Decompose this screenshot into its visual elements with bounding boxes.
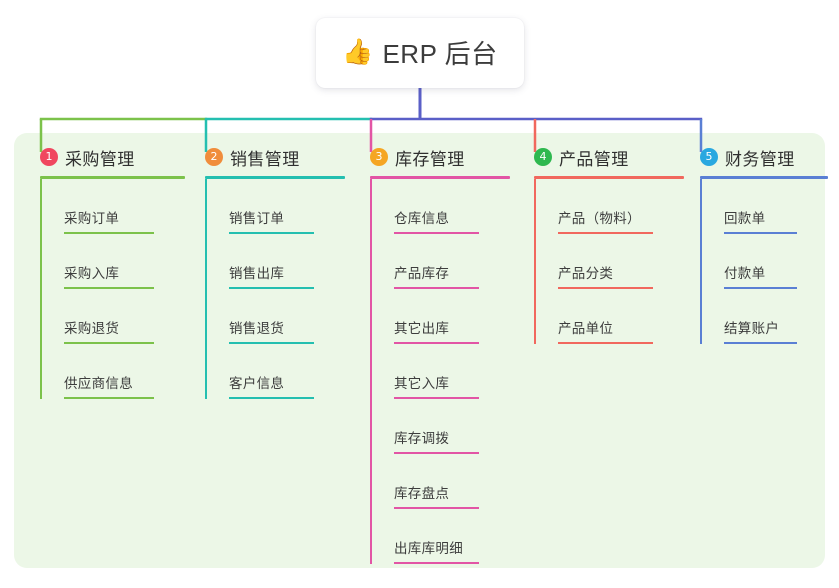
branch-badge-2: 2 bbox=[205, 148, 223, 166]
branch-badge-5: 5 bbox=[700, 148, 718, 166]
branch-title-4: 产品管理 bbox=[559, 149, 629, 169]
branch-title-5: 财务管理 bbox=[725, 149, 795, 169]
leaf-item[interactable]: 产品库存 bbox=[370, 234, 510, 289]
leaf-item-label: 出库库明细 bbox=[394, 537, 479, 564]
branch-column-4: 4 产品管理产品（物料） 产品分类产品单位 bbox=[534, 145, 684, 344]
branch-underline-1 bbox=[40, 176, 185, 179]
leaf-item-label: 产品分类 bbox=[558, 262, 653, 289]
branch-header-5[interactable]: 5 财务管理 bbox=[700, 145, 828, 169]
branch-header-2[interactable]: 2 销售管理 bbox=[205, 145, 345, 169]
leaf-item-label: 产品（物料） bbox=[558, 207, 653, 234]
leaf-item[interactable]: 产品（物料） bbox=[534, 179, 684, 234]
branch-header-1[interactable]: 1 采购管理 bbox=[40, 145, 185, 169]
branch-header-4[interactable]: 4 产品管理 bbox=[534, 145, 684, 169]
root-node[interactable]: 👍 ERP 后台 bbox=[316, 18, 524, 88]
leaf-item-label: 库存盘点 bbox=[394, 482, 479, 509]
leaf-item[interactable]: 产品分类 bbox=[534, 234, 684, 289]
leaf-item[interactable]: 采购订单 bbox=[40, 179, 185, 234]
branch-column-2: 2 销售管理销售订单销售出库销售退货客户信息 bbox=[205, 145, 345, 399]
leaf-item-label: 仓库信息 bbox=[394, 207, 479, 234]
branch-badge-3: 3 bbox=[370, 148, 388, 166]
branch-column-5: 5 财务管理回款单付款单结算账户 bbox=[700, 145, 828, 344]
leaf-item[interactable]: 产品单位 bbox=[534, 289, 684, 344]
branch-spine-2 bbox=[205, 179, 207, 399]
branch-badge-1: 1 bbox=[40, 148, 58, 166]
leaf-item-label: 采购订单 bbox=[64, 207, 154, 234]
branch-badge-4: 4 bbox=[534, 148, 552, 166]
thumbs-up-icon: 👍 bbox=[342, 37, 374, 66]
leaf-item-label: 销售订单 bbox=[229, 207, 314, 234]
branch-spine-5 bbox=[700, 179, 702, 344]
branch-items-4: 产品（物料） 产品分类产品单位 bbox=[534, 179, 684, 344]
leaf-item[interactable]: 库存盘点 bbox=[370, 454, 510, 509]
leaf-item[interactable]: 供应商信息 bbox=[40, 344, 185, 399]
leaf-item[interactable]: 仓库信息 bbox=[370, 179, 510, 234]
branch-items-1: 采购订单采购入库采购退货供应商信息 bbox=[40, 179, 185, 399]
branch-underline-5 bbox=[700, 176, 828, 179]
branch-column-3: 3 库存管理仓库信息产品库存其它出库其它入库库存调拨库存盘点出库库明细 bbox=[370, 145, 510, 564]
leaf-item-label: 采购退货 bbox=[64, 317, 154, 344]
leaf-item[interactable]: 库存调拨 bbox=[370, 399, 510, 454]
branch-spine-4 bbox=[534, 179, 536, 344]
leaf-item[interactable]: 销售出库 bbox=[205, 234, 345, 289]
leaf-item[interactable]: 采购入库 bbox=[40, 234, 185, 289]
leaf-item[interactable]: 出库库明细 bbox=[370, 509, 510, 564]
leaf-item-label: 回款单 bbox=[724, 207, 797, 234]
leaf-item[interactable]: 销售退货 bbox=[205, 289, 345, 344]
leaf-item[interactable]: 客户信息 bbox=[205, 344, 345, 399]
leaf-item[interactable]: 其它出库 bbox=[370, 289, 510, 344]
branch-title-2: 销售管理 bbox=[230, 149, 300, 169]
leaf-item-label: 产品单位 bbox=[558, 317, 653, 344]
branch-items-5: 回款单付款单结算账户 bbox=[700, 179, 828, 344]
branches-panel bbox=[14, 133, 825, 568]
leaf-item-label: 库存调拨 bbox=[394, 427, 479, 454]
leaf-item[interactable]: 其它入库 bbox=[370, 344, 510, 399]
leaf-item-label: 供应商信息 bbox=[64, 372, 154, 399]
branch-header-3[interactable]: 3 库存管理 bbox=[370, 145, 510, 169]
branch-items-2: 销售订单销售出库销售退货客户信息 bbox=[205, 179, 345, 399]
leaf-item-label: 付款单 bbox=[724, 262, 797, 289]
leaf-item[interactable]: 付款单 bbox=[700, 234, 828, 289]
root-node-content: 👍 ERP 后台 bbox=[342, 34, 497, 71]
leaf-item[interactable]: 采购退货 bbox=[40, 289, 185, 344]
leaf-item-label: 销售退货 bbox=[229, 317, 314, 344]
branch-column-1: 1 采购管理采购订单采购入库采购退货供应商信息 bbox=[40, 145, 185, 399]
leaf-item[interactable]: 销售订单 bbox=[205, 179, 345, 234]
leaf-item[interactable]: 结算账户 bbox=[700, 289, 828, 344]
root-node-title: ERP 后台 bbox=[382, 38, 498, 69]
leaf-item-label: 其它出库 bbox=[394, 317, 479, 344]
branch-items-3: 仓库信息产品库存其它出库其它入库库存调拨库存盘点出库库明细 bbox=[370, 179, 510, 564]
branch-underline-4 bbox=[534, 176, 684, 179]
leaf-item-label: 销售出库 bbox=[229, 262, 314, 289]
branch-title-3: 库存管理 bbox=[395, 149, 465, 169]
leaf-item-label: 采购入库 bbox=[64, 262, 154, 289]
leaf-item-label: 结算账户 bbox=[724, 317, 797, 344]
leaf-item-label: 其它入库 bbox=[394, 372, 479, 399]
leaf-item[interactable]: 回款单 bbox=[700, 179, 828, 234]
branch-spine-1 bbox=[40, 179, 42, 399]
leaf-item-label: 产品库存 bbox=[394, 262, 479, 289]
branch-underline-3 bbox=[370, 176, 510, 179]
branch-title-1: 采购管理 bbox=[65, 149, 135, 169]
branch-spine-3 bbox=[370, 179, 372, 564]
leaf-item-label: 客户信息 bbox=[229, 372, 314, 399]
branch-underline-2 bbox=[205, 176, 345, 179]
